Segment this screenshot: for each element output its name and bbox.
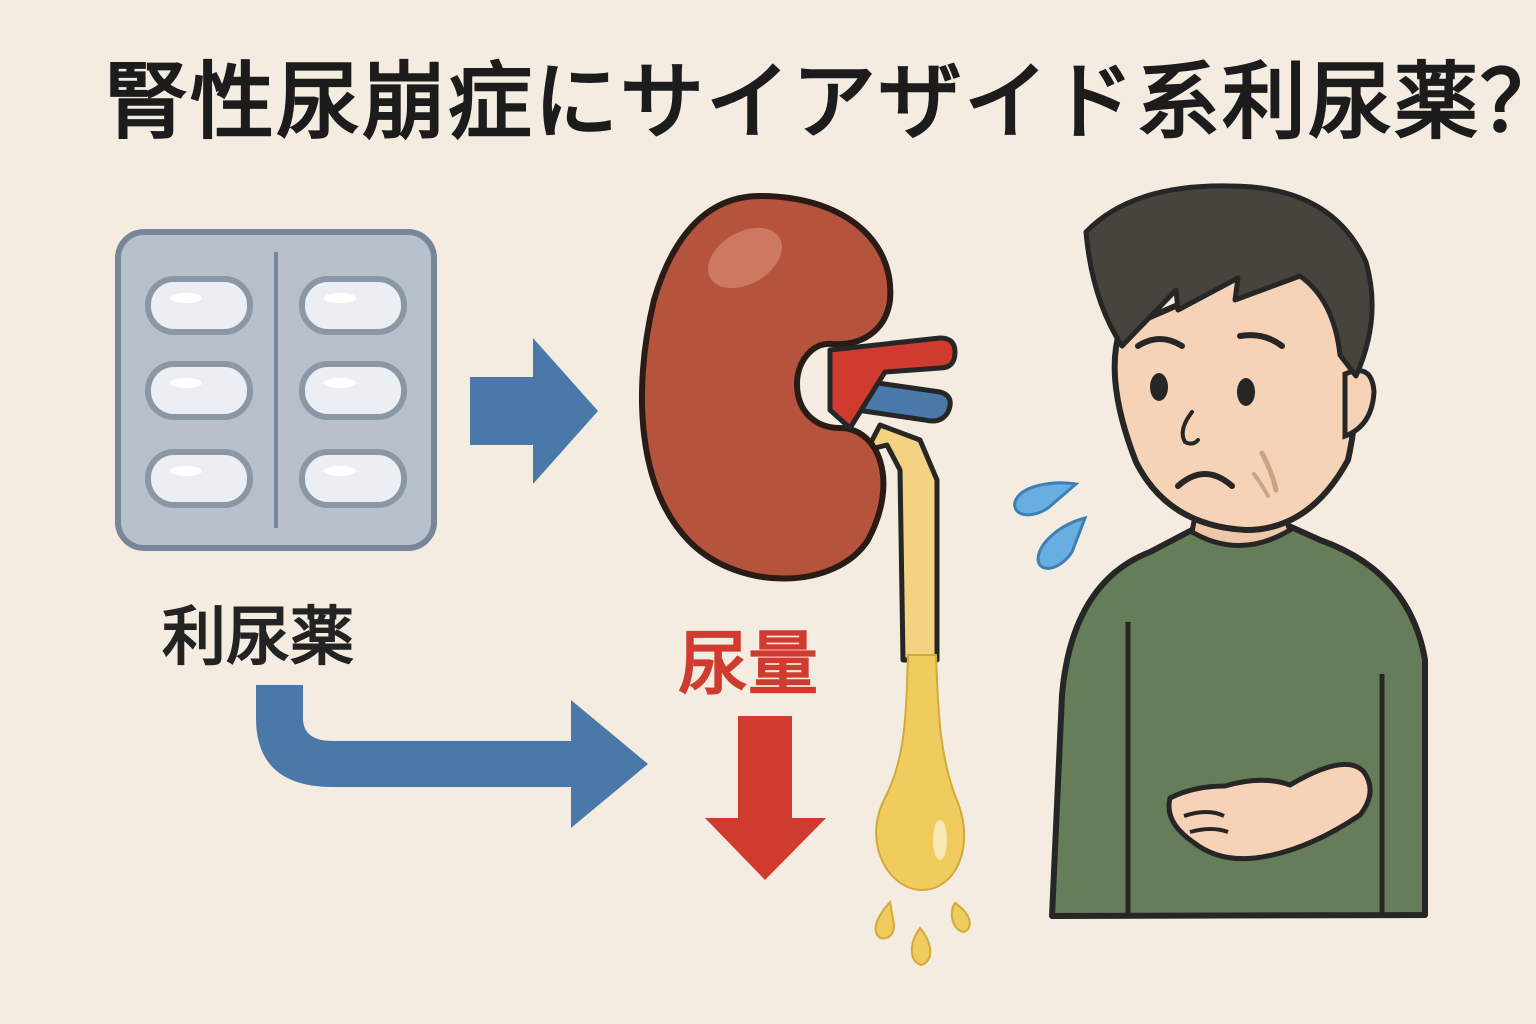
pill-blister-pack-icon [115, 229, 437, 551]
pill-icon [299, 361, 407, 420]
pill-icon [145, 361, 253, 420]
urine-drop-icon [910, 926, 932, 967]
kidney-icon [638, 193, 958, 582]
urine-drop-icon [950, 901, 971, 934]
page-title: 腎性尿崩症にサイアザイド系利尿薬？ [104, 53, 1536, 151]
down-arrow-icon [705, 716, 826, 880]
worried-man-icon [1049, 183, 1428, 919]
pill-icon [145, 276, 253, 335]
diuretic-label: 利尿薬 [162, 601, 354, 675]
pill-icon [299, 276, 407, 335]
urine-drop-icon [874, 899, 896, 940]
urine-stream [864, 422, 971, 967]
right-arrow-icon [470, 338, 598, 484]
sweat-drop-icon [1013, 481, 1088, 570]
pill-icon [299, 449, 407, 508]
curved-right-arrow-icon [256, 685, 648, 828]
urine-volume-label: 尿量 [678, 623, 818, 705]
pill-icon [145, 449, 253, 508]
